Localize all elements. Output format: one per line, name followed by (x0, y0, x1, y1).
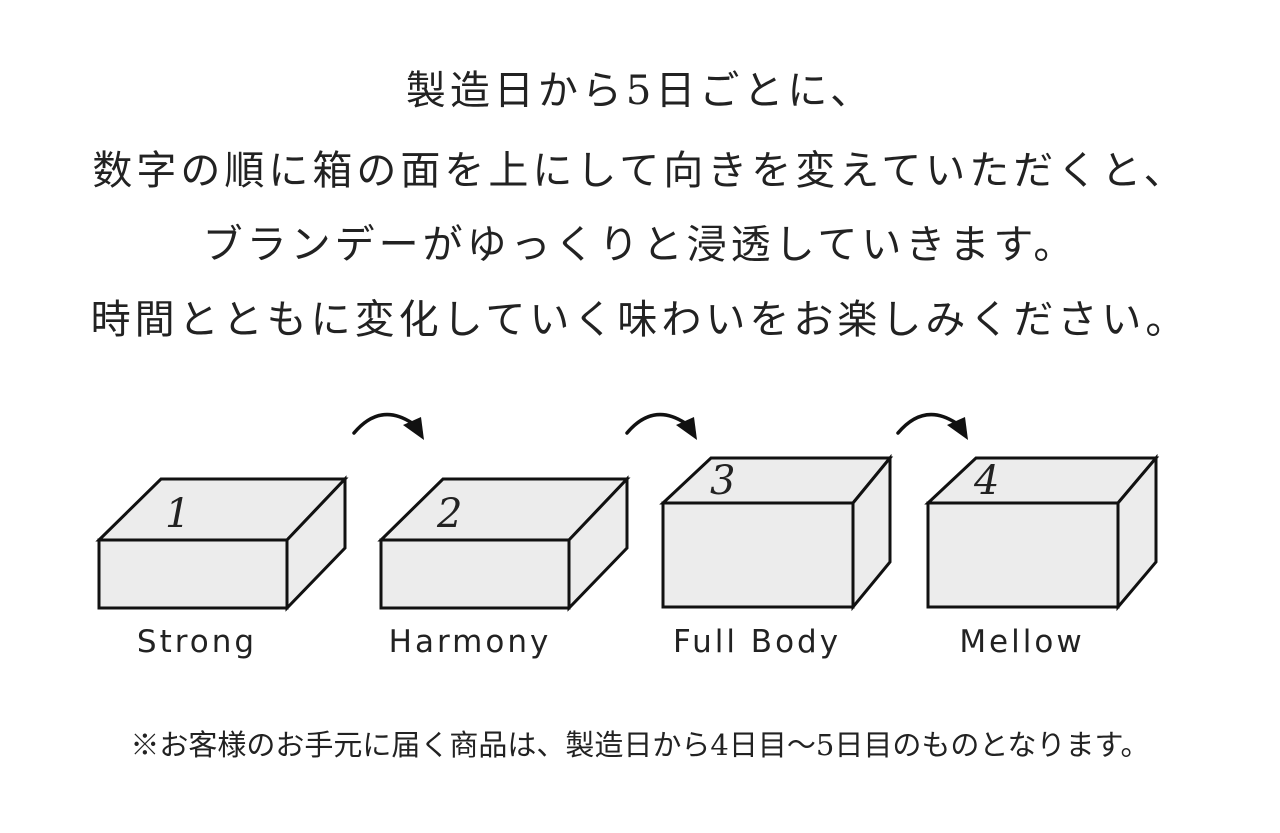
heading-line-3: ブランデーがゆっくりと浸透していきます。 (202, 222, 1078, 268)
heading-line-2: 数字の順に箱の面を上にして向きを変えていただくと、 (92, 148, 1188, 194)
arrow-3-icon (896, 412, 958, 435)
box-2-label: Harmony (389, 624, 552, 660)
box-2 (377, 475, 631, 612)
arrow-1-icon (352, 412, 414, 435)
box-1-number: 1 (165, 491, 190, 537)
box-4 (924, 453, 1160, 612)
arrow-2-icon (625, 412, 687, 435)
arrow-1-head-icon (403, 417, 424, 440)
box-rotation-diagram: 1 2 3 4 Strong Harmony Full Body Mellow (95, 412, 1160, 660)
heading-line-1: 製造日から5日ごとに、 (405, 68, 875, 114)
box-4-front-face (926, 501, 1120, 609)
box-4-number: 4 (973, 458, 999, 504)
arrow-3-head-icon (947, 417, 968, 440)
box-2-number: 2 (436, 491, 462, 537)
box-3-front-face (661, 501, 855, 609)
heading-line-4: 時間とともに変化していく味わいをお楽しみください。 (90, 297, 1190, 343)
box-1 (95, 475, 349, 612)
box-2-front-face (379, 538, 571, 610)
box-1-front-face (97, 538, 289, 610)
box-3-label: Full Body (673, 624, 841, 660)
box-1-label: Strong (137, 624, 257, 660)
delivery-note: ※お客様のお手元に届く商品は、製造日から4日目〜5日目のものとなります。 (130, 728, 1150, 762)
arrow-2-head-icon (676, 417, 697, 440)
box-3-top-face (659, 456, 894, 505)
box-3-number: 3 (710, 458, 735, 504)
box-3 (659, 453, 894, 612)
box-4-label: Mellow (959, 624, 1084, 660)
